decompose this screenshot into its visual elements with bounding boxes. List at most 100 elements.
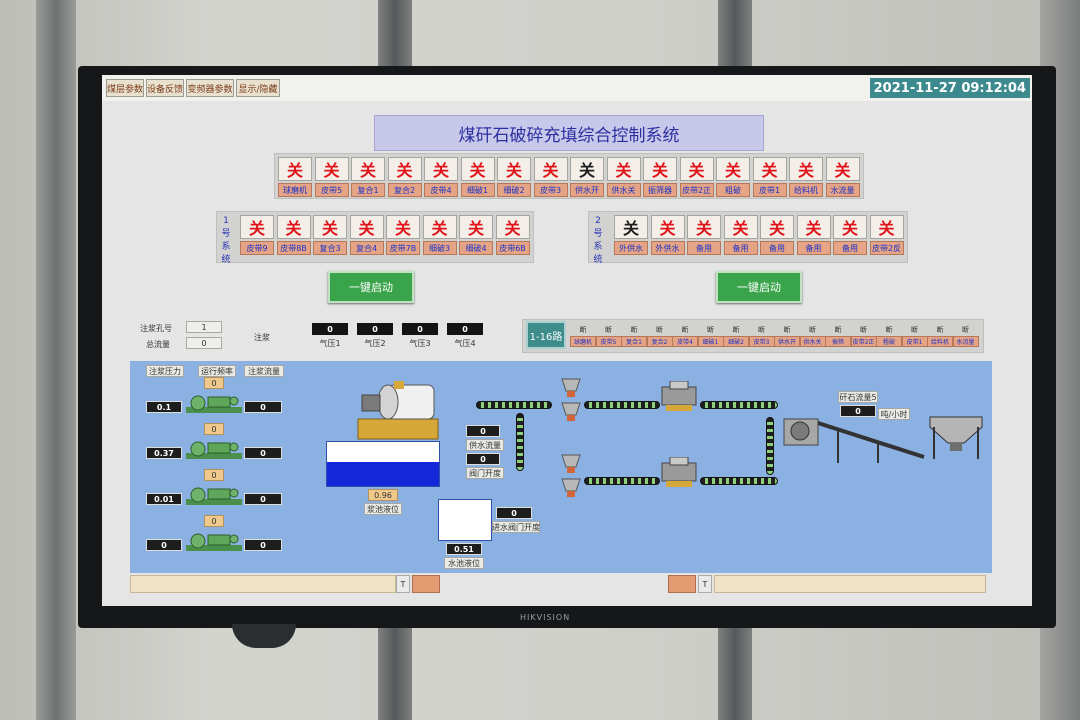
route-item-label: 细破2 [723, 336, 749, 347]
main-switch[interactable]: 关振筛器 [643, 157, 677, 197]
route-item[interactable]: 断给料机 [927, 325, 953, 347]
system2-switch[interactable]: 关备用 [833, 215, 867, 255]
air-pressure-label: 气压3 [409, 339, 431, 348]
route-item[interactable]: 断振筛 [825, 325, 851, 347]
system2-switch[interactable]: 关备用 [796, 215, 831, 255]
switch-state: 关 [796, 215, 831, 239]
switch-label: 皮带5 [314, 183, 349, 197]
route-item-state: 断 [962, 326, 969, 334]
switch-state: 关 [679, 157, 714, 181]
air-pressure-value: 0 [312, 323, 348, 335]
switch-label: 细破4 [459, 241, 493, 255]
hmi-screen: 煤层参数 设备反馈 变频器参数 显示/隐藏 2021-11-27 09:12:0… [102, 75, 1032, 606]
switch-state: 关 [424, 157, 458, 181]
valve-opening-value: 0 [466, 453, 500, 465]
route-item[interactable]: 断供水关 [799, 325, 826, 347]
route-item-label: 供水关 [799, 336, 826, 347]
main-switch[interactable]: 关供水开 [570, 157, 604, 197]
system2-switch[interactable]: 关外供水 [650, 215, 685, 255]
switch-state: 关 [570, 157, 604, 181]
main-switch[interactable]: 关皮带3 [533, 157, 568, 197]
route-item[interactable]: 断皮带3 [748, 325, 775, 347]
main-switch[interactable]: 关皮带5 [314, 157, 349, 197]
route-item[interactable]: 断细破2 [723, 325, 749, 347]
main-switch[interactable]: 关球磨机 [278, 157, 312, 197]
switch-label: 备用 [687, 241, 721, 255]
gangue-flow-value: 0 [840, 405, 876, 417]
main-switch[interactable]: 关供水关 [606, 157, 641, 197]
pump-frequency-value: 0 [204, 423, 224, 435]
main-switch[interactable]: 关水流量 [825, 157, 860, 197]
system1-switch[interactable]: 关复合4 [349, 215, 384, 255]
switch-label: 细破1 [460, 183, 495, 197]
route-item[interactable]: 断供水开 [774, 325, 800, 347]
route-item[interactable]: 断皮带1 [901, 325, 928, 347]
system2-start-button[interactable]: 一键启动 [716, 271, 802, 303]
route-item[interactable]: 断皮带5 [595, 325, 622, 347]
bottom-orange-button-left[interactable] [412, 575, 440, 593]
pump-flow-value: 0 [244, 447, 282, 459]
system1-switch[interactable]: 关细破4 [459, 215, 493, 255]
main-switch[interactable]: 关复合1 [351, 157, 385, 197]
system1-switch[interactable]: 关皮带6B [495, 215, 530, 255]
air-pressure-label: 气压2 [364, 339, 386, 348]
main-switch[interactable]: 关细破2 [497, 157, 531, 197]
switch-state: 关 [276, 215, 311, 239]
system1-switch[interactable]: 关皮带9 [240, 215, 274, 255]
system1-switch[interactable]: 关皮带7B [386, 215, 420, 255]
route-item[interactable]: 断皮带4 [672, 325, 698, 347]
route-item[interactable]: 断水流量 [952, 325, 979, 347]
system2-switch[interactable]: 关备用 [760, 215, 794, 255]
bottom-t-button-right[interactable]: T [698, 575, 712, 593]
switch-label: 皮带9 [240, 241, 274, 255]
total-flow-label: 总流量 [146, 340, 170, 349]
pump-pressure-value: 0.1 [146, 401, 182, 413]
route-item[interactable]: 断皮带2正 [850, 325, 877, 347]
system1-start-button[interactable]: 一键启动 [328, 271, 414, 303]
system2-switch[interactable]: 关备用 [723, 215, 758, 255]
tab-coal-params[interactable]: 煤层参数 [106, 79, 144, 97]
air-pressure-value: 0 [402, 323, 438, 335]
pump-pressure-value: 0 [146, 539, 182, 551]
bottom-t-button-left[interactable]: T [396, 575, 410, 593]
system1-switch[interactable]: 关细破3 [422, 215, 457, 255]
pump-flow-value: 0 [244, 493, 282, 505]
switch-label: 皮带8B [276, 241, 311, 255]
conveyor-belt [476, 401, 552, 409]
route-item[interactable]: 断复合2 [646, 325, 673, 347]
main-switch[interactable]: 关粗破 [716, 157, 750, 197]
main-switch[interactable]: 关皮带4 [424, 157, 458, 197]
route-item[interactable]: 断球磨机 [570, 325, 596, 347]
hole-number-value[interactable]: 1 [186, 321, 222, 333]
route-selector[interactable]: 1-16路 [526, 321, 566, 349]
main-switch[interactable]: 关细破1 [460, 157, 495, 197]
system2-switch[interactable]: 关皮带2反 [869, 215, 904, 255]
route-item-label: 粗破 [876, 336, 902, 347]
main-switch[interactable]: 关复合2 [387, 157, 422, 197]
main-switch[interactable]: 关皮带1 [752, 157, 787, 197]
tab-show-hide[interactable]: 显示/隐藏 [236, 79, 280, 97]
system1-switch[interactable]: 关复合3 [313, 215, 347, 255]
bottom-orange-button-right[interactable] [668, 575, 696, 593]
tab-inverter-params[interactable]: 变频器参数 [186, 79, 234, 97]
route-item-label: 细破1 [697, 336, 724, 347]
air-pressure-label: 气压4 [454, 339, 476, 348]
route-item-state: 断 [834, 326, 842, 334]
route-item-state: 断 [860, 326, 867, 334]
switch-state: 关 [495, 215, 530, 239]
route-item[interactable]: 断粗破 [876, 325, 902, 347]
route-item[interactable]: 断细破1 [697, 325, 724, 347]
tab-device-feedback[interactable]: 设备反馈 [146, 79, 184, 97]
gangue-flow-label: 矸石流量5 [838, 391, 878, 403]
main-switch[interactable]: 关皮带2正 [679, 157, 714, 197]
system2-switch[interactable]: 关外供水 [614, 215, 648, 255]
pump-flow-value: 0 [244, 401, 282, 413]
route-item[interactable]: 断复合1 [621, 325, 647, 347]
system1-switch[interactable]: 关皮带8B [276, 215, 311, 255]
switch-state: 关 [825, 157, 860, 181]
supply-flow-label: 供水流量 [466, 439, 504, 451]
route-item-state: 断 [732, 326, 740, 334]
air-pressure-value: 0 [447, 323, 483, 335]
system2-switch[interactable]: 关备用 [687, 215, 721, 255]
main-switch[interactable]: 关给料机 [789, 157, 823, 197]
